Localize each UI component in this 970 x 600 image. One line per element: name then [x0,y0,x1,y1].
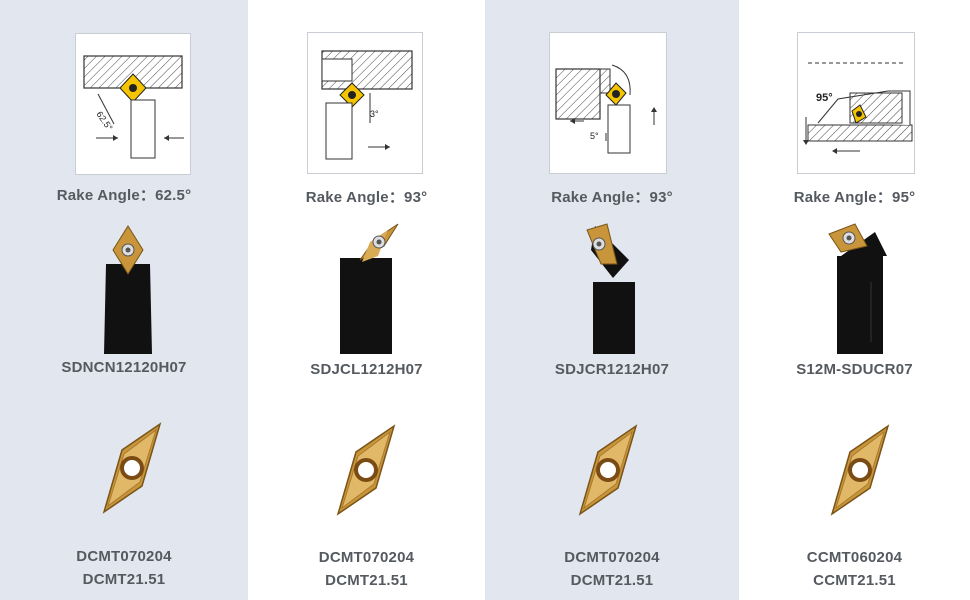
cutting-diagram: 5° [549,32,667,174]
insert-image [102,422,162,514]
insert-image [336,424,396,516]
rake-angle-label: Rake Angle：95° [793,189,916,206]
tool-model: SDJCR1212H07 [554,361,670,378]
insert-code: CCMT060204 [806,549,903,566]
column-s12m: 95° Rake Angle：95° S12M-SDUCR07 CCMT0602… [739,0,970,600]
tool-holder-image [340,223,399,354]
column-sdjcr: 5° Rake Angle：93° SDJCR1212H07 DCMT07020… [485,0,739,600]
tool-model: SDNCN12120H07 [61,359,187,376]
tool-holder-image [586,223,635,354]
insert-alt-code: DCMT21.51 [325,572,408,589]
tool-holder-image [104,225,152,354]
cutting-diagram: 62.5° [75,33,191,175]
insert-alt-code: DCMT21.51 [82,571,166,588]
rake-angle-label: Rake Angle：62.5° [56,187,192,204]
svg-text:95°: 95° [816,92,833,104]
column-sdjcl: 3° Rake Angle：93° SDJCL1212H07 DCMT07020… [248,0,485,600]
rake-angle-label: Rake Angle：93° [305,189,428,206]
tool-model: SDJCL1212H07 [310,361,423,378]
svg-text:3°: 3° [370,109,379,119]
cutting-diagram: 95° [797,32,915,174]
svg-text:5°: 5° [590,131,599,141]
insert-code: DCMT070204 [318,549,415,566]
insert-image [578,424,638,516]
cutting-diagram: 3° [307,32,423,174]
column-sdncn: 62.5° Rake Angle：62.5° SDNCN12120H07 DCM… [0,0,248,600]
rake-angle-label: Rake Angle：93° [551,189,673,206]
insert-alt-code: DCMT21.51 [570,572,654,589]
insert-code: DCMT070204 [76,548,172,565]
insert-image [830,424,890,516]
tool-model: S12M-SDUCR07 [796,361,913,378]
insert-code: DCMT070204 [564,549,660,566]
insert-alt-code: CCMT21.51 [813,572,896,589]
svg-text:62.5°: 62.5° [94,109,115,132]
tool-holder-image [828,223,887,354]
